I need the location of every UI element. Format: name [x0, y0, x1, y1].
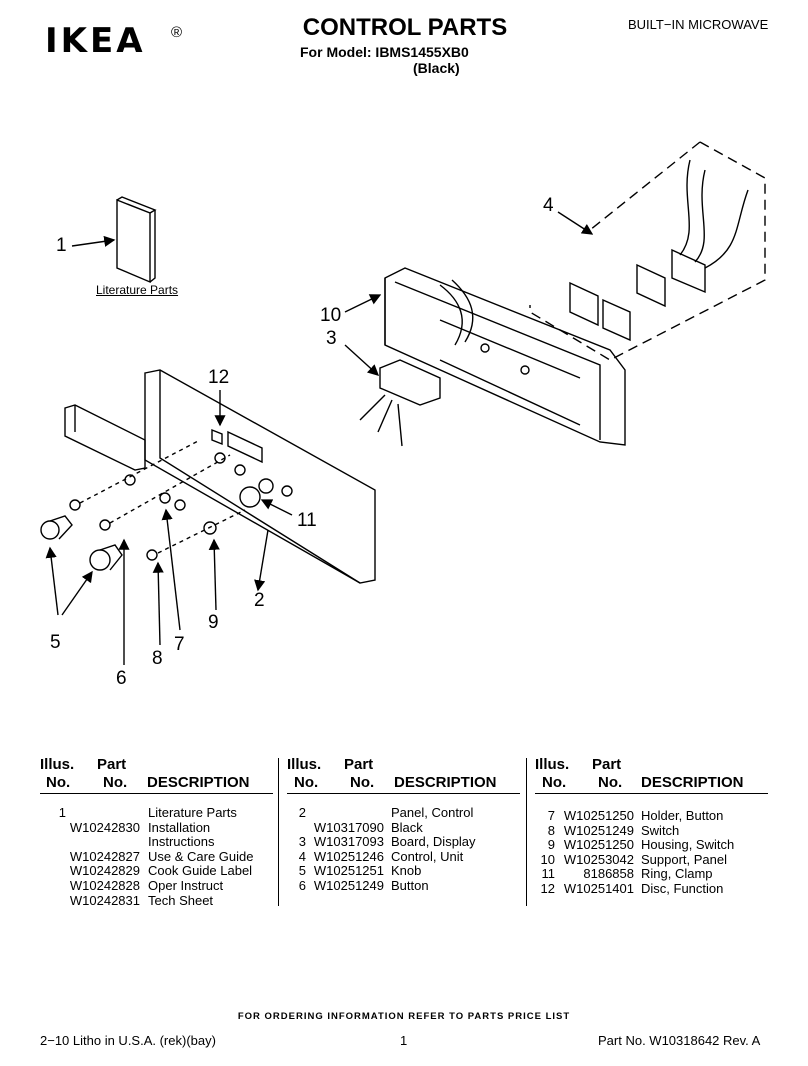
page-title: CONTROL PARTS — [302, 14, 508, 41]
document-part-number: Part No. W10318642 Rev. A — [598, 1033, 761, 1048]
table-cell-desc: Literature Parts — [148, 805, 237, 820]
table-cell-part: W10242827 — [69, 848, 140, 864]
color-line: (Black) — [413, 60, 460, 76]
col3-header-illus: Illus. — [535, 756, 570, 773]
table-cell-illus: 10 — [540, 851, 555, 867]
col2-header-part: Part — [344, 756, 374, 773]
table-cell-desc: Cook Guide Label — [148, 863, 253, 879]
model-line: For Model: IBMS1455XB0 — [300, 44, 469, 60]
col1-header-part-no: No. — [103, 774, 128, 791]
table-cell-illus: 9 — [547, 837, 555, 853]
table-cell-part: W10242828 — [69, 878, 140, 893]
table-cell-desc: Support, Panel — [641, 851, 728, 867]
exploded-parts-diagram — [40, 141, 766, 665]
table-cell-illus: 3 — [298, 834, 306, 850]
literature-parts-label: Literature Parts — [96, 283, 179, 297]
table-cell-part: W10251249 — [313, 878, 384, 893]
table-cell-illus: 12 — [540, 881, 555, 896]
col2-header-illus-no: No. — [294, 774, 319, 791]
col3-header-description: DESCRIPTION — [641, 774, 744, 791]
callout-8: 8 — [152, 648, 163, 669]
col1-header-description: DESCRIPTION — [147, 774, 250, 791]
col1-header-part: Part — [97, 756, 127, 773]
table-cell-desc: Disc, Function — [641, 881, 724, 896]
col2-rule — [287, 793, 520, 794]
product-category: BUILT−IN MICROWAVE — [628, 17, 769, 32]
table-cell-desc: Knob — [391, 863, 422, 879]
table-cell-part: W10251250 — [563, 808, 634, 823]
table-cell-illus: 2 — [298, 805, 306, 820]
callout-1: 1 — [56, 235, 67, 256]
callout-11: 11 — [297, 510, 317, 531]
table-cell-part: W10253042 — [563, 851, 634, 867]
callout-12: 12 — [208, 367, 230, 388]
col2-header-description: DESCRIPTION — [394, 774, 497, 791]
column-divider — [278, 758, 279, 906]
callout-2: 2 — [254, 590, 265, 611]
table-cell-part: W10251246 — [313, 848, 384, 864]
callout-4: 4 — [543, 195, 554, 216]
table-cell-illus: 1 — [58, 805, 66, 820]
table-cell-desc: Button — [391, 878, 429, 893]
table-cell-part: W10317090 — [313, 819, 384, 835]
table-cell-desc: Switch — [641, 822, 680, 838]
col3-header-part-no: No. — [598, 774, 623, 791]
table-cell-desc: Installation — [148, 819, 211, 835]
table-cell-illus: 8 — [547, 822, 555, 838]
callout-10: 10 — [320, 305, 342, 326]
callout-7: 7 — [174, 634, 185, 655]
col3-header-illus-no: No. — [542, 774, 567, 791]
table-cell-illus: 6 — [298, 878, 306, 893]
ikea-logo: IKEA — [45, 21, 146, 61]
callout-5: 5 — [50, 632, 61, 653]
callout-6: 6 — [116, 668, 127, 689]
table-cell-desc: Holder, Button — [641, 808, 724, 823]
table-cell-illus: 11 — [541, 866, 556, 882]
col1-header-illus-no: No. — [46, 774, 71, 791]
table-cell-desc: Housing, Switch — [641, 837, 735, 853]
callout-9: 9 — [208, 612, 219, 633]
table-cell-part: W10317093 — [313, 834, 384, 850]
table-cell-illus: 5 — [298, 863, 306, 879]
page-number: 1 — [400, 1033, 408, 1048]
table-cell-part: W10251401 — [563, 881, 634, 896]
table-cell-illus: 7 — [547, 808, 555, 823]
table-cell-desc: Instructions — [148, 834, 215, 850]
table-cell-desc: Ring, Clamp — [641, 866, 713, 882]
table-cell-part: W10251250 — [563, 837, 634, 853]
table-cell-desc: Black — [391, 819, 423, 835]
table-cell-illus: 4 — [298, 848, 306, 864]
table-cell-desc: Board, Display — [391, 834, 476, 850]
col2-header-illus: Illus. — [287, 756, 322, 773]
table-cell-part: W10242830 — [69, 819, 140, 835]
callout-3: 3 — [326, 328, 337, 349]
table-cell-desc: Use & Care Guide — [148, 848, 254, 864]
table-cell-desc: Panel, Control — [391, 805, 474, 820]
table-cell-desc: Control, Unit — [391, 848, 464, 864]
table-cell-part: W10251249 — [563, 822, 634, 838]
table-cell-part: W10251251 — [313, 863, 384, 879]
table-cell-part: 8186858 — [583, 866, 634, 882]
col1-header-illus: Illus. — [40, 756, 75, 773]
column-divider — [526, 758, 527, 906]
col1-rule — [40, 793, 273, 794]
ordering-note: FOR ORDERING INFORMATION REFER TO PARTS … — [237, 1011, 571, 1022]
table-cell-part: W10242831 — [69, 892, 140, 908]
table-cell-desc: Tech Sheet — [148, 892, 214, 908]
col3-header-part: Part — [592, 756, 622, 773]
table-cell-desc: Oper Instruct — [148, 878, 224, 893]
registered-mark: ® — [171, 24, 183, 41]
table-cell-part: W10242829 — [69, 863, 140, 879]
col2-header-part-no: No. — [350, 774, 375, 791]
litho-line: 2−10 Litho in U.S.A. (rek)(bay) — [40, 1033, 216, 1048]
col3-rule — [535, 793, 768, 794]
